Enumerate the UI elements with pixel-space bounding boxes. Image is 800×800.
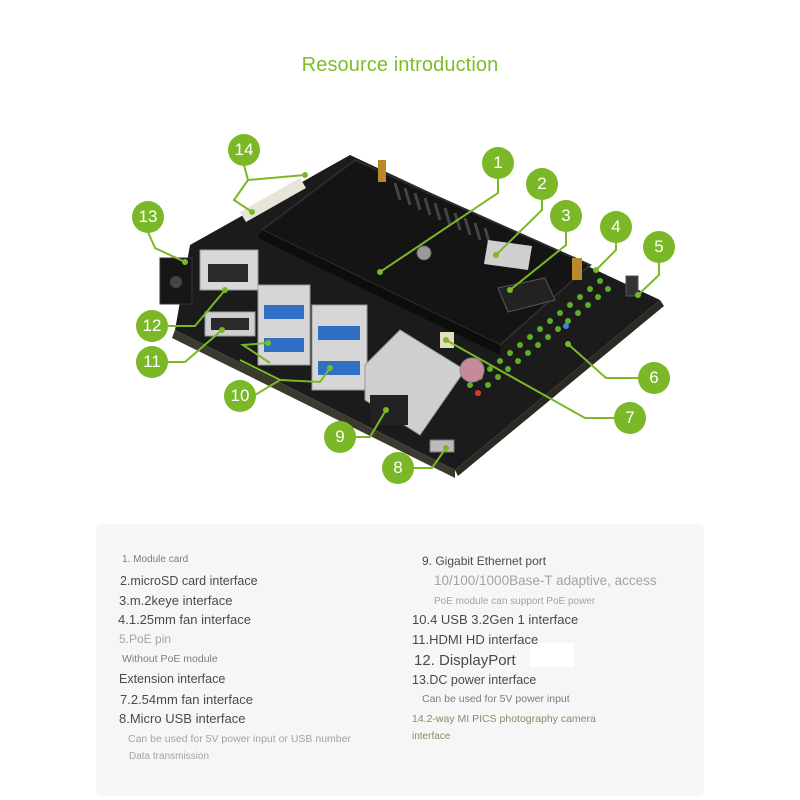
legend-item-13: 13.DC power interface [412, 673, 537, 687]
legend-item-10: 10.4 USB 3.2Gen 1 interface [412, 612, 579, 627]
callout-1: 1 [482, 147, 514, 179]
legend-item-5-note: Without PoE module [122, 653, 218, 665]
callout-10: 10 [224, 380, 256, 412]
carrier-board-image [147, 155, 664, 478]
callout-13: 13 [132, 201, 164, 233]
callout-14: 14 [228, 134, 260, 166]
legend-item-8: 8.Micro USB interface [119, 711, 246, 726]
legend-item-14: 14.2-way MI PICS photography camera [412, 713, 596, 725]
white-patch [530, 643, 574, 667]
legend-item-8-note-2: Data transmission [129, 751, 210, 762]
legend-item-14-cont: interface [412, 731, 451, 742]
legend-item-2: 2.microSD card interface [120, 574, 258, 588]
legend-item-13-note: Can be used for 5V power input [422, 693, 570, 705]
legend-item-6: Extension interface [119, 672, 226, 686]
legend-item-7: 7.2.54mm fan interface [120, 692, 253, 707]
legend-item-4: 4.1.25mm fan interface [118, 612, 251, 627]
page-title: Resource introduction [301, 54, 499, 76]
legend-item-3: 3.m.2keye interface [119, 593, 233, 608]
callout-3: 3 [550, 200, 582, 232]
callout-8: 8 [382, 452, 414, 484]
legend-item-1: 1. Module card [122, 554, 189, 565]
legend-item-9-note: 10/100/1000Base-T adaptive, access [434, 573, 657, 588]
legend-item-11: 11.HDMI HD interface [412, 632, 539, 647]
callout-11: 11 [136, 346, 168, 378]
legend-item-5: 5.PoE pin [119, 632, 172, 646]
callout-6: 6 [638, 362, 670, 394]
callout-7: 7 [614, 402, 646, 434]
board-illustration: 1 2 3 4 5 6 7 8 9 10 11 12 13 14 [132, 134, 675, 484]
callout-5: 5 [643, 231, 675, 263]
callout-4: 4 [600, 211, 632, 243]
legend-item-9: 9. Gigabit Ethernet port [422, 554, 547, 568]
callout-12: 12 [136, 310, 168, 342]
legend-panel: 1. Module card 2.microSD card interface … [96, 524, 704, 796]
legend-item-12: 12. DisplayPort [414, 652, 516, 669]
legend-item-9-note-2: PoE module can support PoE power [434, 596, 596, 607]
callout-9: 9 [324, 421, 356, 453]
legend-item-8-note: Can be used for 5V power input or USB nu… [128, 733, 351, 745]
callout-2: 2 [526, 168, 558, 200]
